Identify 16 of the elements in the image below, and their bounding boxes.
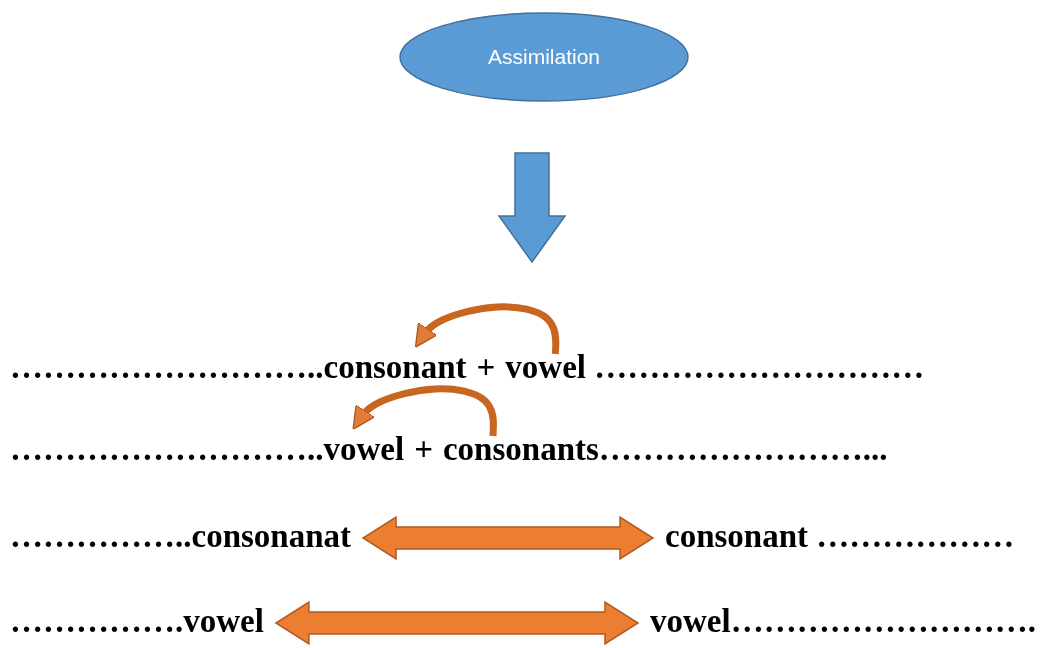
phrase-text: ………………………..vowel [10, 434, 405, 464]
process-ellipse [399, 12, 689, 102]
phrase-text: + [476, 352, 496, 382]
curved-arrow [352, 385, 497, 437]
phrase-text: vowel………………………. [650, 606, 1036, 636]
double-block-arrow [361, 515, 655, 561]
node-label: Assimilation [487, 44, 600, 70]
phrase-text: vowel ………………………… [505, 352, 925, 382]
phrase-text: ……………..consonanat [10, 521, 352, 551]
curved-arrow [414, 303, 560, 355]
phrase-text: + [414, 434, 433, 464]
phrase-text: consonants……………………... [442, 434, 888, 464]
phrase-text: ………………………..consonant [10, 352, 467, 382]
double-block-arrow [274, 600, 640, 646]
phrase-text: …………….vowel [10, 606, 264, 636]
phrase-text: consonant ……………… [665, 521, 1015, 551]
